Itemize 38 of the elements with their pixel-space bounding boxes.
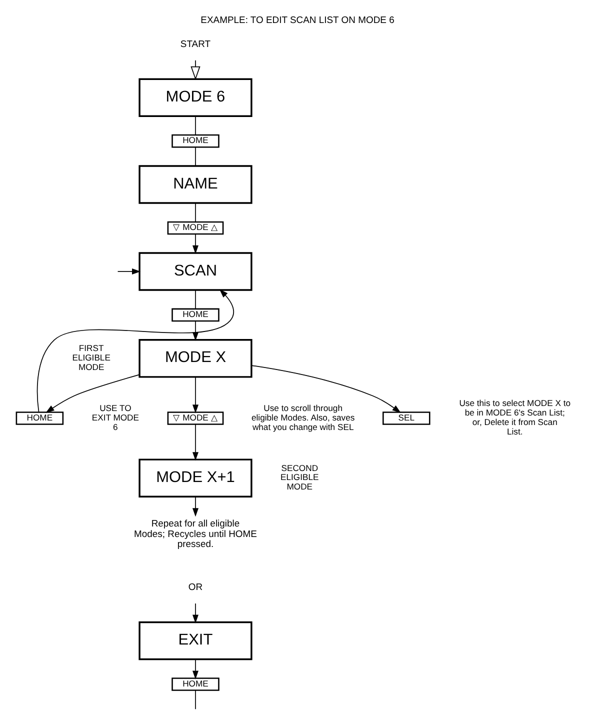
node-box: HOME	[172, 678, 220, 691]
node-label: FIRST ELIGIBLE MODE	[72, 343, 110, 372]
connector	[195, 690, 196, 710]
connector	[195, 116, 196, 136]
node-box: NAME	[138, 165, 252, 204]
arrow	[192, 234, 199, 254]
connector	[195, 146, 196, 166]
node-label: Use this to select MODE X to be in MODE 6's Scan List; or, Delete it from Scan List.	[459, 398, 570, 437]
node-box: SEL	[382, 412, 430, 425]
node-label: SECOND ELIGIBLE MODE	[280, 462, 319, 492]
node-box: ▽ MODE △	[167, 412, 224, 425]
node-text: Repeat for all eligible Modes; Recycles until HOME pressed.	[134, 518, 257, 550]
node-box: MODE 6	[138, 78, 252, 117]
node-box: EXIT	[138, 621, 252, 660]
diagram-title: EXAMPLE: TO EDIT SCAN LIST ON MODE 6	[200, 14, 394, 26]
arrow	[192, 496, 199, 517]
arrow	[192, 603, 199, 624]
node-box: HOME	[16, 412, 64, 425]
connector	[195, 202, 196, 222]
arrow	[46, 374, 140, 413]
node-box: MODE X	[138, 339, 252, 378]
arrow	[117, 268, 141, 274]
arrow	[251, 365, 401, 413]
node-label: USE TO EXIT MODE 6	[92, 402, 139, 432]
arrow	[36, 289, 234, 412]
node-text: START	[180, 39, 211, 50]
connector	[195, 290, 196, 310]
node-box: SCAN	[138, 252, 252, 291]
node-label: Use to scroll through eligible Modes. Also, saves what you change with SEL	[252, 402, 355, 432]
node-text: OR	[188, 582, 203, 594]
node-box: HOME	[172, 308, 220, 322]
node-box: MODE X+1	[138, 458, 252, 498]
arrow	[192, 424, 199, 461]
node-box: HOME	[172, 134, 220, 148]
node-box: ▽ MODE △	[167, 221, 224, 235]
arrow	[192, 658, 199, 680]
arrow	[190, 60, 200, 80]
arrow	[192, 376, 199, 414]
